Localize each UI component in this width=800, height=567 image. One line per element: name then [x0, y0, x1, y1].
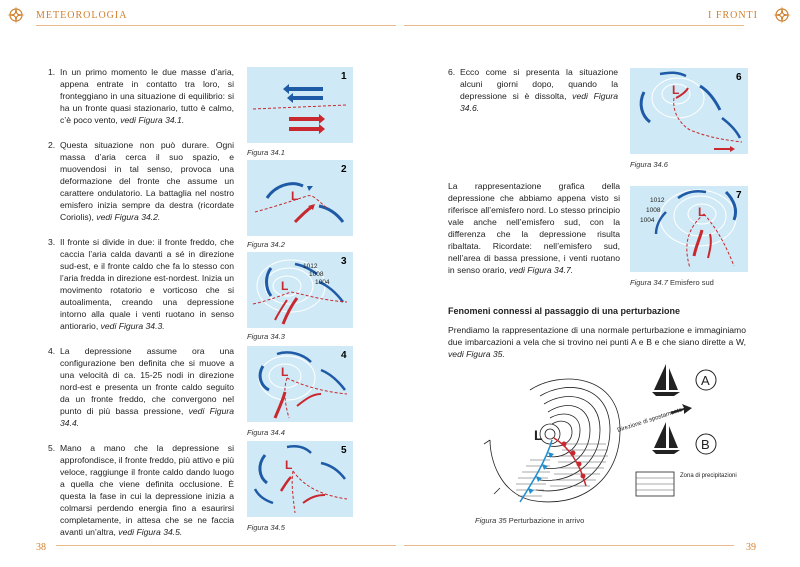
paragraph-south-hemisphere: La rappresentazione grafica della depres…	[448, 181, 620, 275]
boat-b-label: B	[701, 437, 710, 452]
direction-arrow-icon	[670, 404, 692, 414]
isobar-label: 1008	[646, 207, 661, 214]
list-item: 2. Questa situazione non può durare. Ogni…	[48, 139, 234, 223]
footer-rule-left	[56, 545, 396, 546]
figure-35: L Direzione di spostamento A B	[470, 360, 750, 512]
figure-number: 2	[341, 164, 347, 175]
list-item-text: Mano a mano che la depressione si approf…	[60, 443, 234, 537]
figure-caption: Figura 34.4	[247, 428, 285, 437]
figure-caption: Figura 34.6	[630, 160, 668, 169]
list-item-number: 6.	[448, 67, 456, 77]
low-pressure-label: L	[281, 279, 288, 293]
figure-reference: vedi Figura 34.6.	[460, 91, 619, 113]
compass-rose-icon	[773, 6, 791, 24]
left-text-column: 1. In un primo momento le due masse d’ari…	[48, 66, 234, 551]
isobar-label: 1008	[309, 271, 324, 278]
precipitation-legend-swatch	[635, 471, 675, 497]
list-item: 6. Ecco come si presenta la situazione al…	[448, 66, 618, 114]
figure-caption: Figura 34.3	[247, 332, 285, 341]
isobar-label: 1004	[315, 279, 330, 286]
figure-34-4: L 4	[247, 346, 353, 422]
figure-34-7: L 1012 1008 1004 7	[630, 186, 748, 272]
figure-number: 7	[736, 190, 742, 201]
compass-rose-icon	[7, 6, 25, 24]
list-item: 5. Mano a mano che la depressione si appr…	[48, 442, 234, 538]
figure-34-1: 1	[247, 67, 353, 143]
list-item: 1. In un primo momento le due masse d’ari…	[48, 66, 234, 126]
point-a-marker	[695, 369, 717, 391]
boat-a-label: A	[701, 373, 710, 388]
figure-number: 3	[341, 256, 347, 267]
figure-reference: vedi Figura 34.1.	[120, 115, 185, 125]
header-rule-left	[36, 25, 396, 26]
figure-number: 6	[736, 72, 742, 83]
page-number-right: 39	[746, 542, 756, 553]
sailboat-icon	[652, 422, 680, 454]
precipitation-legend-label: Zona di precipitazioni	[680, 473, 737, 479]
low-pressure-label: L	[534, 427, 543, 443]
list-item: 4. La depressione assume ora una configur…	[48, 345, 234, 429]
list-item-text: Il fronte si divide in due: il fronte fr…	[60, 237, 234, 331]
figure-reference: vedi Figura 34.4.	[60, 406, 235, 428]
low-pressure-label: L	[291, 189, 298, 203]
low-pressure-label: L	[698, 205, 705, 219]
figure-caption: Figura 34.2	[247, 240, 285, 249]
isobar-label: 1004	[640, 217, 655, 224]
section-title: Fenomeni connessi al passaggio di una pe…	[448, 306, 681, 316]
figure-number: 5	[341, 445, 347, 456]
figure-number: 1	[341, 71, 347, 82]
figure-caption: Figura 34.7 Emisfero sud	[630, 278, 714, 287]
list-item-text: La depressione assume ora una configuraz…	[60, 346, 234, 416]
point-b-marker	[695, 433, 717, 455]
figure-34-3: L 1012 1008 1004 3	[247, 252, 353, 328]
figure-reference: vedi Figura 34.5.	[118, 527, 183, 537]
paragraph-boats: Prendiamo la rappresentazione di una nor…	[448, 325, 746, 359]
isobar-label: 1012	[303, 263, 318, 270]
footer-rule-right	[404, 545, 734, 546]
list-item-number: 1.	[48, 67, 56, 77]
figure-reference: vedi Figura 34.2.	[96, 212, 161, 222]
figure-34-2: L 2	[247, 160, 353, 236]
figure-34-6: L 6	[630, 68, 748, 154]
low-pressure-label: L	[672, 83, 679, 97]
list-item-number: 3.	[48, 237, 56, 247]
sailboat-icon	[652, 364, 680, 396]
running-header-right: I FRONTI	[708, 10, 758, 21]
figure-caption: Figura 34.5	[247, 523, 285, 532]
figure-number: 4	[341, 350, 347, 361]
list-item-text: In un primo momento le due masse d’aria,…	[60, 67, 234, 125]
figure-caption: Figura 34.1	[247, 148, 285, 157]
page-number-left: 38	[36, 542, 46, 553]
figure-reference: vedi Figura 34.3.	[100, 321, 165, 331]
low-pressure-label: L	[285, 458, 292, 472]
running-header-left: METEOROLOGIA	[36, 10, 128, 21]
list-item: 3. Il fronte si divide in due: il fronte …	[48, 236, 234, 332]
low-pressure-label: L	[281, 365, 288, 379]
list-item-number: 2.	[48, 140, 56, 150]
isobar-label: 1012	[650, 197, 665, 204]
list-item-text: Ecco come si presenta la situazione alcu…	[460, 67, 618, 101]
item-6-text: 6. Ecco come si presenta la situazione al…	[448, 66, 618, 127]
header-rule-right	[404, 25, 744, 26]
figure-34-5: L 5	[247, 441, 353, 517]
list-item-number: 5.	[48, 443, 56, 453]
list-item-number: 4.	[48, 346, 56, 356]
figure-caption: Figura 35 Perturbazione in arrivo	[475, 516, 585, 525]
list-item-text: Questa situazione non può durare. Ogni m…	[60, 140, 234, 222]
